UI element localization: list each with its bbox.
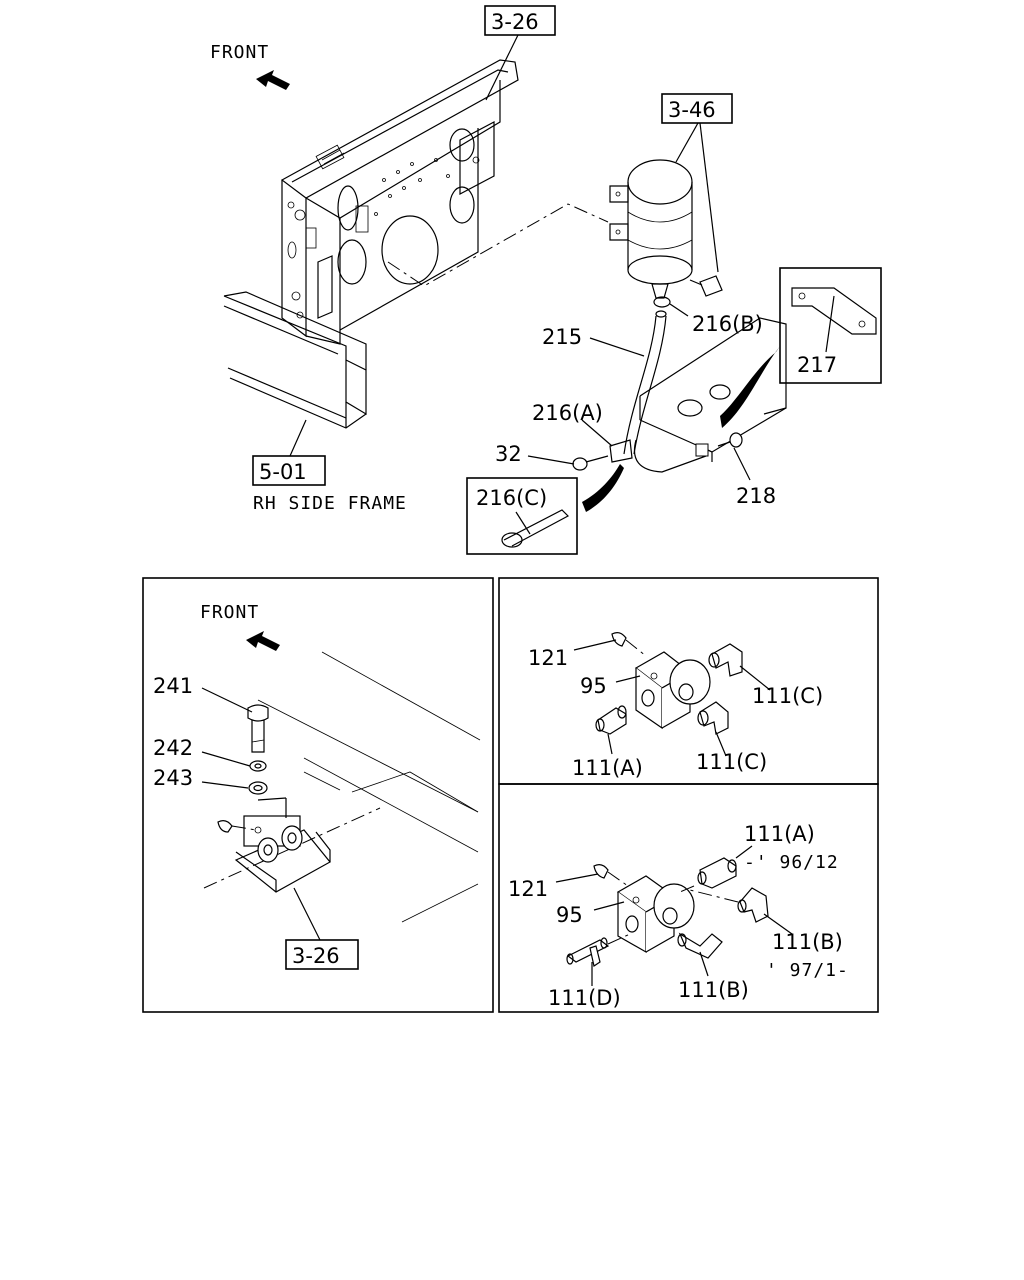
- front-label-left: FRONT: [200, 602, 259, 623]
- part-111a-top: 111(A): [572, 756, 643, 780]
- callout-arrow-216c: [582, 464, 624, 512]
- right-bottom-panel: 111(A) -' 96/12 121 95 111(B) ' 97/1- 11…: [498, 783, 879, 1013]
- frame-caption: RH SIDE FRAME: [253, 493, 407, 514]
- air-tank: [609, 159, 723, 299]
- right-top-panel: 121 95 111(C) 111(C) 111(A): [498, 577, 879, 785]
- bracket-panel-assembly: [280, 59, 519, 345]
- part-111b-range: ' 97/1-: [766, 960, 849, 981]
- rh-side-frame: [223, 291, 367, 429]
- left-panel: FRONT 241 242 243: [142, 577, 494, 1013]
- part-95-top: 95: [580, 674, 607, 698]
- left-panel-frame: [142, 577, 494, 1013]
- ref-3-26-top: 3-26: [491, 10, 539, 34]
- part-32: 32: [495, 442, 522, 466]
- ref-3-26-left: 3-26: [292, 944, 340, 968]
- part-95-bottom: 95: [556, 903, 583, 927]
- front-arrow-icon-left: [246, 631, 280, 651]
- part-241: 241: [153, 674, 193, 698]
- part-217: 217: [797, 353, 837, 377]
- part-111c-1: 111(C): [752, 684, 823, 708]
- part-111d: 111(D): [548, 986, 621, 1010]
- part-111b-1: 111(B): [772, 930, 843, 954]
- front-label-top: FRONT: [210, 42, 269, 63]
- cross-member: [634, 317, 787, 473]
- part-216b: 216(B): [692, 312, 763, 336]
- inset-box-217: [779, 267, 882, 384]
- part-121-bottom: 121: [508, 877, 548, 901]
- part-111a-range: -' 96/12: [744, 852, 839, 873]
- top-view: FRONT 3-26: [210, 5, 882, 555]
- part-111a-bottom: 111(A): [744, 822, 815, 846]
- part-242: 242: [153, 736, 193, 760]
- ref-3-46: 3-46: [668, 98, 716, 122]
- ref-5-01: 5-01: [259, 460, 307, 484]
- part-121-top: 121: [528, 646, 568, 670]
- front-arrow-icon: [256, 70, 290, 90]
- part-218: 218: [736, 484, 776, 508]
- part-111b-2: 111(B): [678, 978, 749, 1002]
- part-243: 243: [153, 766, 193, 790]
- ref-box-3-26-left: [285, 939, 359, 970]
- part-111c-2: 111(C): [696, 750, 767, 774]
- ref-box-3-46: [661, 93, 733, 124]
- right-bottom-panel-frame: [498, 783, 879, 1013]
- callout-arrow-217: [720, 346, 780, 428]
- valve-bracket-left: [217, 797, 331, 893]
- part-216c: 216(C): [476, 486, 547, 510]
- part-216a: 216(A): [532, 401, 603, 425]
- part-215: 215: [542, 325, 582, 349]
- ref-box-3-26-top: [484, 5, 556, 36]
- inset-box-216c: [466, 477, 578, 555]
- ref-box-5-01: [252, 455, 326, 486]
